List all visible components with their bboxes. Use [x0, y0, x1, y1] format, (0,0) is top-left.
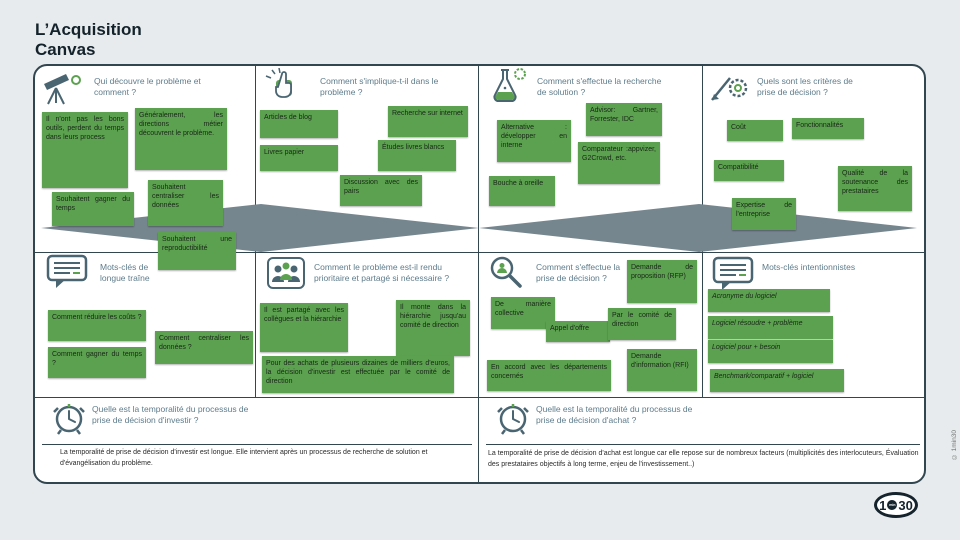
sticky-note: Benchmark/comparatif + logiciel: [710, 369, 844, 392]
telescope-icon: [44, 74, 81, 105]
section-header-solution-search: Comment s'effectue la recherche de solut…: [537, 76, 662, 98]
sticky-note: Articles de blog: [260, 110, 338, 138]
sticky-note: Comparateur :appvizer, G2Crowd, etc.: [578, 142, 660, 184]
sticky-note: Demande de proposition (RFP): [627, 260, 697, 303]
sticky-note: Souhaitent gagner du temps: [52, 192, 134, 226]
sticky-note: Demande d'information (RFI): [627, 349, 697, 391]
sticky-note: Appel d'offre: [546, 321, 610, 342]
divider: [255, 252, 256, 397]
section-header-decision-criteria: Quels sont les critères de prise de déci…: [757, 76, 853, 98]
divider: [702, 252, 703, 397]
sticky-note: Comment centraliser les données ?: [155, 331, 253, 364]
section-header-timeline-purchase: Quelle est la temporalité du processus d…: [536, 404, 693, 426]
clock-icon: [497, 404, 529, 435]
timeline-arrows: [41, 204, 917, 252]
section-header-discover: Qui découvre le problème et comment ?: [94, 76, 201, 98]
divider: [478, 252, 479, 397]
sticky-note: Expertise de l'entreprise: [732, 198, 796, 230]
speech-bubble-icon: [712, 256, 754, 290]
logo-text-right: 30: [898, 497, 913, 513]
section-header-longtail-keywords: Mots-clés de longue traîne: [100, 262, 150, 284]
sticky-note: Livres papier: [260, 145, 338, 171]
sticky-note: Souhaitent une reproductibilité: [158, 232, 236, 270]
section-header-involvement: Comment s'implique-t-il dans le problème…: [320, 76, 439, 98]
sticky-note: En accord avec les départements concerné…: [487, 360, 611, 391]
logo-text-left: 1: [879, 497, 887, 513]
people-group-icon: [267, 257, 305, 289]
section-header-prioritization: Comment le problème est-il rendu priorit…: [314, 262, 450, 284]
sticky-note: Bouche à oreille: [489, 176, 555, 206]
sticky-note: Coût: [727, 120, 783, 141]
sticky-note: Logiciel résoudre + problème: [708, 316, 833, 339]
sticky-note: Alternative : développer en interne: [497, 120, 571, 162]
speech-bubble-icon: [46, 254, 88, 288]
page-title-line2: Canvas: [35, 39, 96, 59]
sticky-note: Logiciel pour + besoin: [708, 340, 833, 363]
section-header-intent-keywords: Mots-clés intentionnistes: [762, 262, 856, 272]
flask-icon: [493, 68, 526, 103]
section-header-timeline-invest: Quelle est la temporalité du processus d…: [92, 404, 249, 426]
sticky-note: Acronyme du logiciel: [708, 289, 830, 312]
section-header-decision-making: Comment s'effectue la prise de décision …: [536, 262, 621, 284]
timeline-invest-text: La temporalité de prise de décision d'in…: [60, 449, 428, 467]
divider: [486, 444, 920, 445]
divider: [478, 397, 479, 482]
hand-click-icon: [265, 68, 292, 98]
sticky-note: De manière collective: [491, 297, 555, 329]
page-title-line1: L’Acquisition: [35, 20, 142, 39]
sticky-note: Advisor: Gartner, Forrester, IDC: [586, 103, 662, 136]
sticky-note: Il est partagé avec les collègues et la …: [260, 303, 348, 352]
divider: [35, 252, 924, 253]
compass-gear-icon: [711, 77, 748, 101]
sticky-note: Recherche sur internet: [388, 106, 468, 137]
magnifier-icon: [490, 256, 522, 288]
timeline-purchase-text: La temporalité de prise de décision d'ac…: [488, 450, 919, 468]
sticky-note: Généralement, les directions métier déco…: [135, 108, 227, 170]
logo-clock-icon: min: [887, 500, 898, 510]
sticky-note: Fonctionnalités: [792, 118, 864, 139]
sticky-note: Qualité de la soutenance des prestataire…: [838, 166, 912, 211]
divider: [35, 397, 924, 398]
sticky-note: Compatibilité: [714, 160, 784, 181]
divider: [702, 66, 703, 252]
sticky-note: Par le comité de direction: [608, 308, 676, 340]
sticky-note: Il monte dans la hiérarchie jusqu'au com…: [396, 300, 470, 356]
sticky-note: Comment réduire les coûts ?: [48, 310, 146, 341]
1min30-logo: 1 min 30: [874, 492, 918, 518]
divider: [478, 66, 479, 252]
clock-icon: [53, 404, 85, 435]
divider: [42, 444, 472, 445]
sticky-note: Souhaitent centraliser les données: [148, 180, 223, 226]
divider: [255, 66, 256, 252]
copyright-vertical: © 1min30: [951, 430, 958, 461]
sticky-note: Comment gagner du temps ?: [48, 347, 146, 378]
sticky-note: Il n'ont pas les bons outils, perdent du…: [42, 112, 128, 188]
sticky-note: Études livres blancs: [378, 140, 456, 171]
page-title: L’Acquisition Canvas: [35, 20, 142, 59]
sticky-note: Discussion avec des pairs: [340, 175, 422, 206]
sticky-note: Pour des achats de plusieurs dizaines de…: [262, 356, 454, 393]
